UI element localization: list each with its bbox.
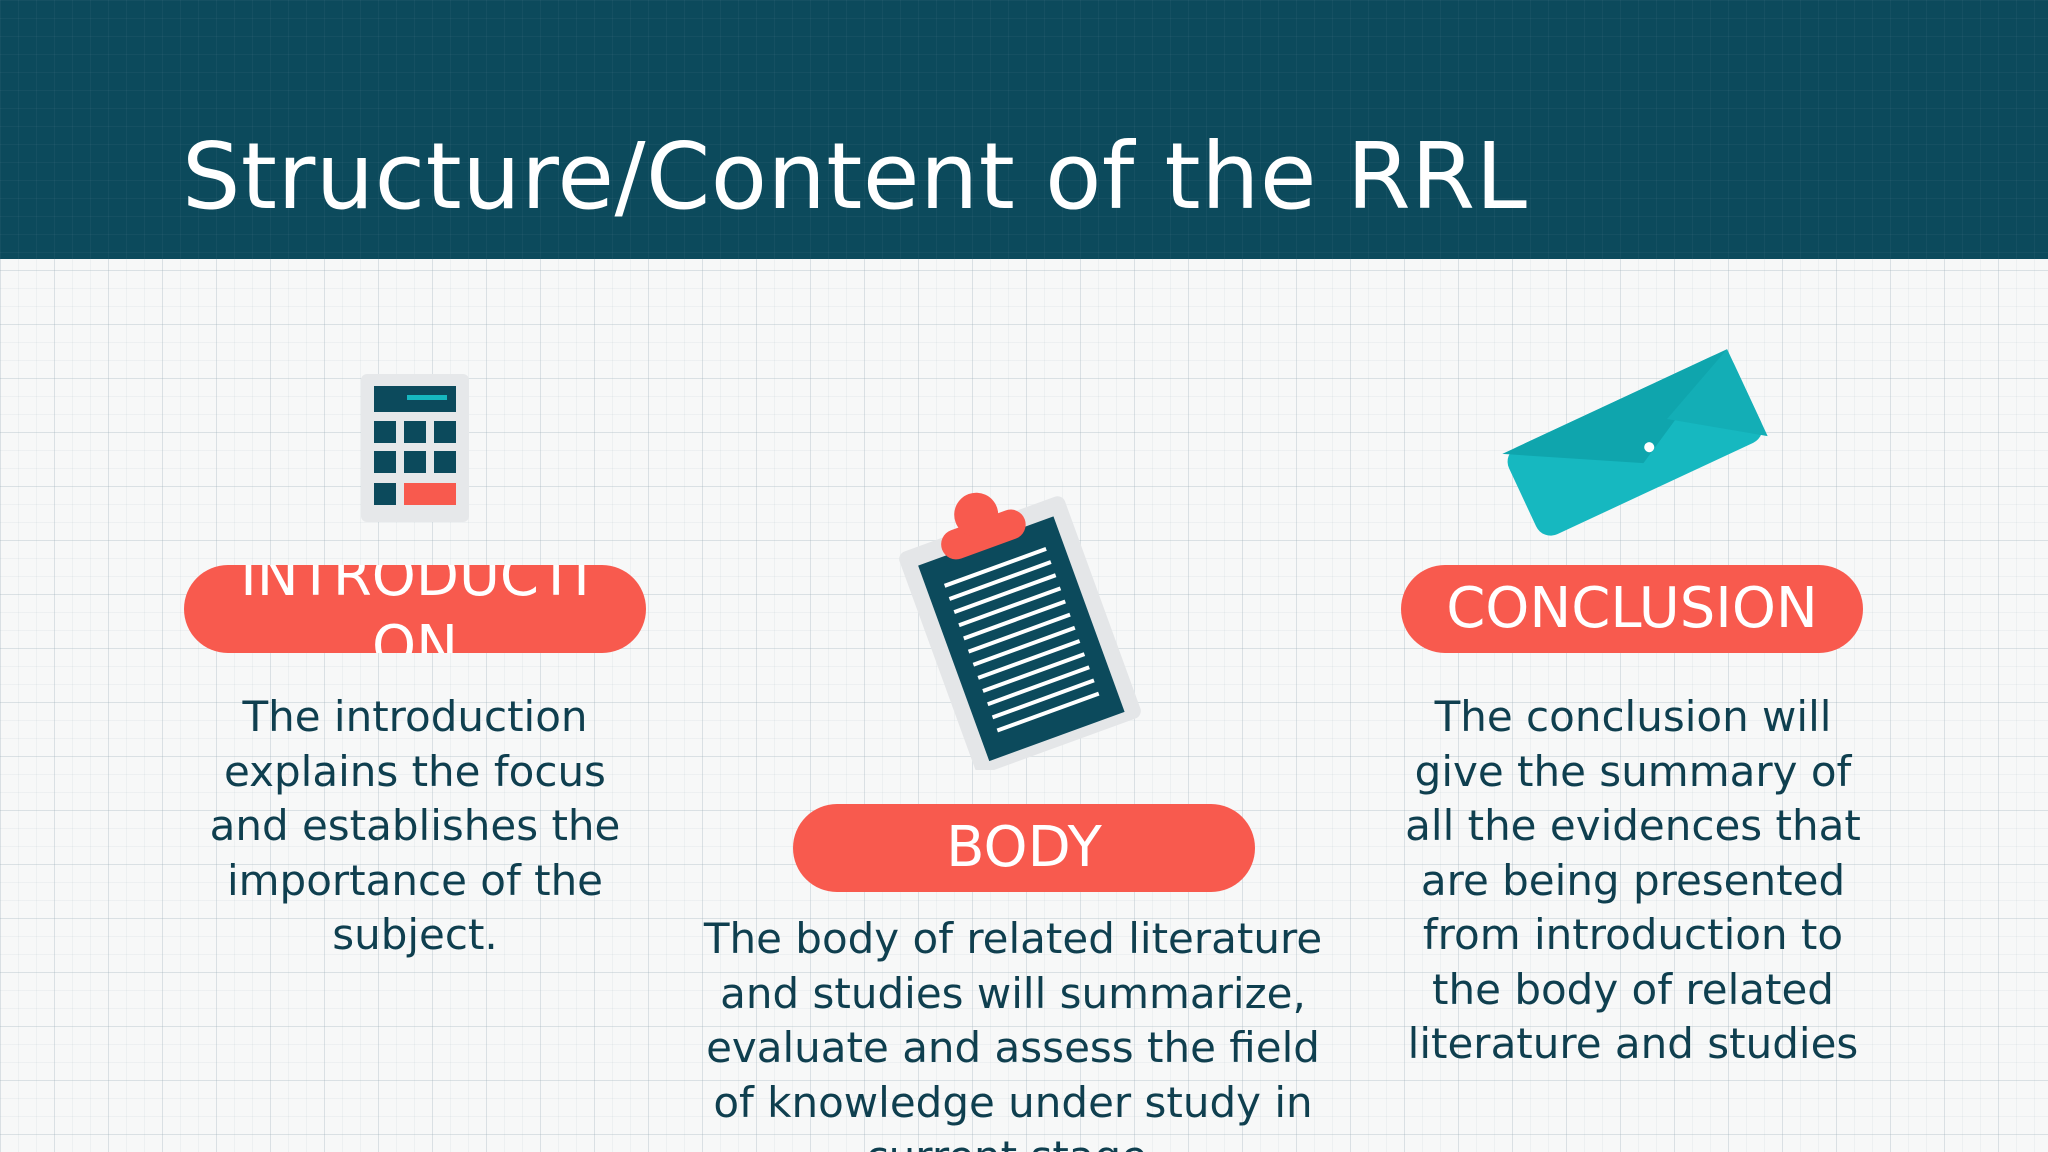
header-band: Structure/Content of the RRL (0, 0, 2048, 259)
introduction-label-pill: INTRODUCTION (184, 565, 646, 653)
envelope-icon (1502, 349, 1768, 536)
body-label: BODY (946, 815, 1102, 880)
body-label-pill: BODY (793, 804, 1255, 892)
conclusion-description: The conclusion will give the summary of … (1405, 692, 1861, 1068)
conclusion-label-pill: CONCLUSION (1401, 565, 1863, 653)
conclusion-label: CONCLUSION (1446, 576, 1818, 641)
clipboard-icon (899, 492, 1141, 770)
introduction-label: INTRODUCTION (240, 565, 590, 653)
body-description: The body of related literature and studi… (703, 914, 1323, 1152)
introduction-description: The introduction explains the focus and … (209, 692, 621, 959)
slide-title: Structure/Content of the RRL (182, 123, 1528, 230)
calculator-icon (361, 374, 469, 522)
